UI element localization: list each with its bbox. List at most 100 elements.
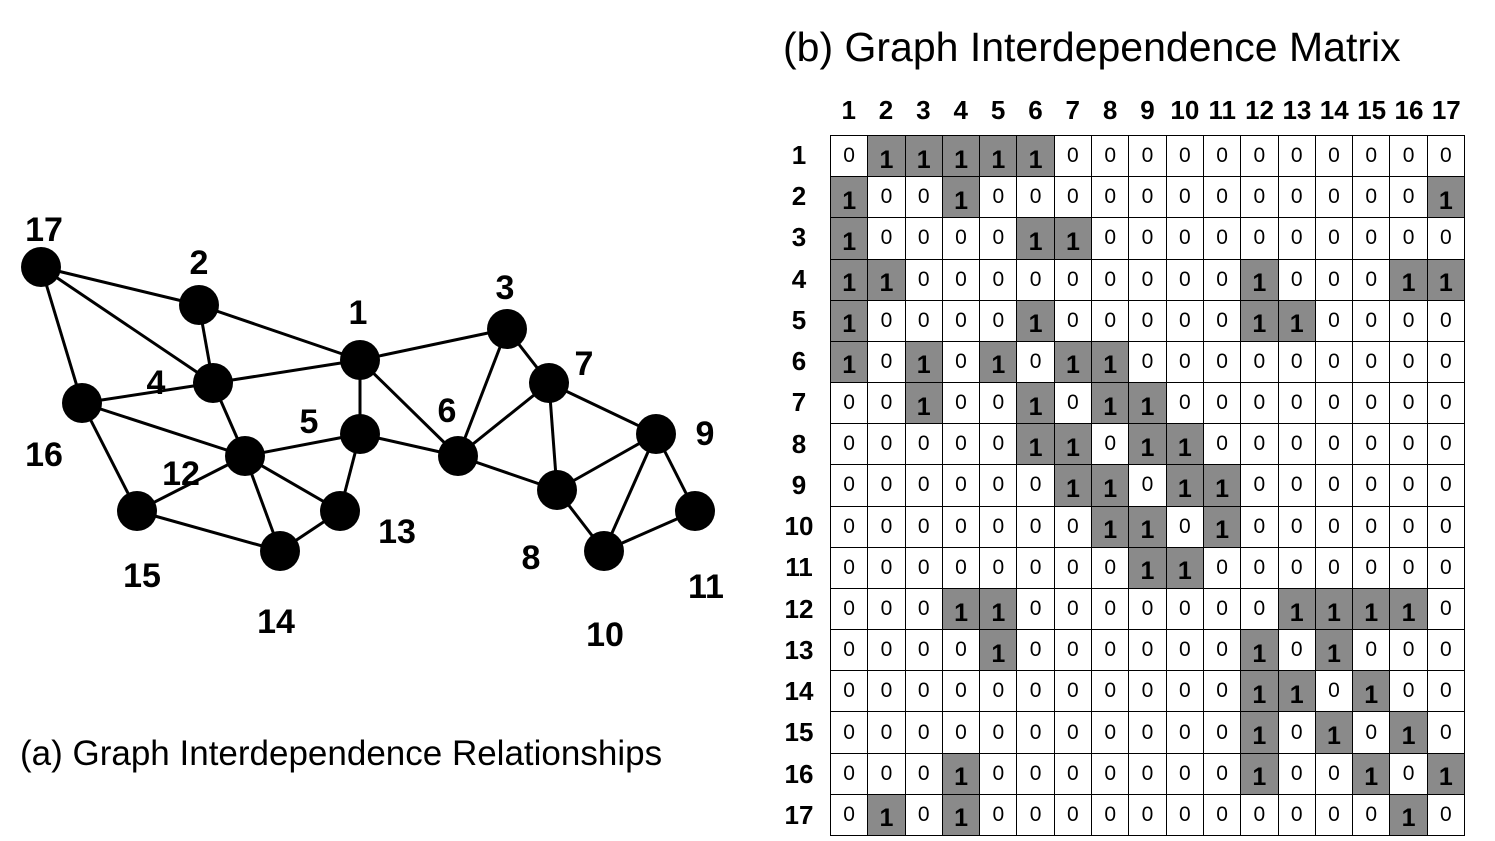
node-label-2: 2 — [190, 244, 209, 282]
matrix-cell: 0 — [1129, 300, 1167, 342]
matrix-cell: 1 — [831, 259, 869, 301]
matrix-cell: 0 — [868, 630, 906, 672]
matrix-cell: 0 — [1092, 588, 1130, 631]
matrix-cell: 0 — [1166, 794, 1204, 836]
column-header: 5 — [990, 95, 1006, 125]
matrix-cell: 0 — [868, 218, 906, 260]
matrix-cell: 0 — [831, 671, 869, 713]
node-2 — [179, 285, 219, 325]
matrix-cell: 0 — [1129, 794, 1167, 836]
matrix-cell: 0 — [868, 424, 906, 466]
matrix-cell: 0 — [980, 383, 1018, 425]
column-header: 9 — [1140, 95, 1155, 125]
matrix-cell: 0 — [942, 630, 981, 672]
matrix-cell: 0 — [831, 424, 869, 466]
matrix-cell: 0 — [1353, 424, 1391, 466]
edge-2-17 — [40, 265, 200, 307]
node-label-8: 8 — [522, 539, 541, 577]
row-header: 14 — [784, 676, 814, 707]
matrix-cell: 1 — [942, 588, 981, 631]
matrix-cell: 0 — [980, 506, 1018, 548]
edge-12-15 — [136, 454, 246, 513]
node-8 — [537, 470, 577, 510]
matrix-cell: 0 — [1241, 465, 1279, 507]
row-header: 11 — [785, 552, 813, 583]
matrix-cell: 0 — [1129, 218, 1167, 260]
matrix-cell: 0 — [1390, 341, 1428, 384]
matrix-cell: 0 — [980, 259, 1018, 301]
matrix-cell: 0 — [868, 753, 906, 795]
row-header: 12 — [784, 593, 814, 624]
row-header: 13 — [784, 634, 814, 665]
matrix-cell: 1 — [1241, 300, 1279, 342]
matrix-cell: 0 — [868, 465, 906, 507]
matrix-cell: 0 — [1241, 177, 1279, 219]
matrix-cell: 0 — [1092, 424, 1130, 466]
matrix-cell: 1 — [1390, 712, 1428, 754]
matrix-cell: 0 — [1315, 341, 1354, 384]
matrix-cell: 0 — [1353, 547, 1391, 589]
matrix-cell: 1 — [1054, 424, 1093, 466]
matrix-cell: 0 — [1427, 588, 1465, 631]
matrix-cell: 1 — [1166, 424, 1204, 466]
node-label-3: 3 — [496, 269, 515, 307]
matrix-cell: 0 — [980, 465, 1018, 507]
matrix-cell: 0 — [1203, 177, 1242, 219]
node-label-9: 9 — [696, 415, 715, 453]
matrix-cell: 0 — [1054, 588, 1093, 631]
matrix-cell: 0 — [1427, 136, 1465, 178]
column-header: 12 — [1245, 95, 1274, 125]
edge-1-3 — [359, 327, 508, 362]
node-label-12: 12 — [162, 455, 200, 493]
matrix-cell: 0 — [1054, 794, 1093, 836]
column-header: 15 — [1357, 95, 1387, 125]
column-header: 17 — [1431, 95, 1461, 125]
matrix-cell: 0 — [905, 177, 943, 219]
node-label-6: 6 — [438, 392, 457, 430]
matrix-cell: 0 — [1315, 424, 1354, 466]
matrix-cell: 0 — [1092, 300, 1130, 342]
matrix-cell: 0 — [1427, 794, 1465, 836]
matrix-cell: 1 — [1278, 588, 1316, 631]
column-header: 1 — [841, 95, 856, 125]
matrix-cell: 1 — [980, 136, 1018, 178]
matrix-cell: 0 — [1390, 630, 1428, 672]
matrix-cell: 0 — [1278, 424, 1316, 466]
matrix-cell: 0 — [980, 671, 1018, 713]
matrix-cell: 0 — [1129, 630, 1167, 672]
matrix-cell: 0 — [1203, 341, 1242, 384]
matrix-cell: 0 — [1278, 136, 1316, 178]
matrix-cell: 0 — [1054, 712, 1093, 754]
matrix-cell: 0 — [1353, 630, 1391, 672]
matrix-cell: 0 — [942, 547, 981, 589]
matrix-cell: 1 — [1390, 588, 1428, 631]
matrix-cell: 1 — [868, 136, 906, 178]
matrix-cell: 0 — [980, 712, 1018, 754]
matrix-cell: 0 — [1092, 794, 1130, 836]
column-header: 14 — [1319, 95, 1349, 125]
node-label-16: 16 — [25, 436, 63, 474]
edge-15-16 — [80, 402, 139, 512]
matrix-cell: 0 — [1241, 424, 1279, 466]
matrix-cell: 0 — [1427, 712, 1465, 754]
matrix-cell: 1 — [1017, 218, 1055, 260]
node-6 — [438, 436, 478, 476]
matrix-cell: 0 — [1054, 177, 1093, 219]
node-3 — [487, 309, 527, 349]
matrix-cell: 1 — [831, 177, 869, 219]
matrix-cell: 0 — [1427, 218, 1465, 260]
matrix-cell: 0 — [1353, 218, 1391, 260]
matrix-cell: 0 — [1353, 506, 1391, 548]
matrix-cell: 0 — [1278, 341, 1316, 384]
matrix-cell: 1 — [980, 341, 1018, 384]
matrix-cell: 1 — [1241, 630, 1279, 672]
row-header: 2 — [791, 181, 807, 212]
matrix-cell: 0 — [868, 383, 906, 425]
matrix-cell: 0 — [1278, 506, 1316, 548]
node-4 — [193, 363, 233, 403]
matrix-cell: 0 — [1166, 712, 1204, 754]
matrix-cell: 0 — [1353, 300, 1391, 342]
matrix-cell: 0 — [1241, 547, 1279, 589]
matrix-cell: 1 — [1241, 671, 1279, 713]
